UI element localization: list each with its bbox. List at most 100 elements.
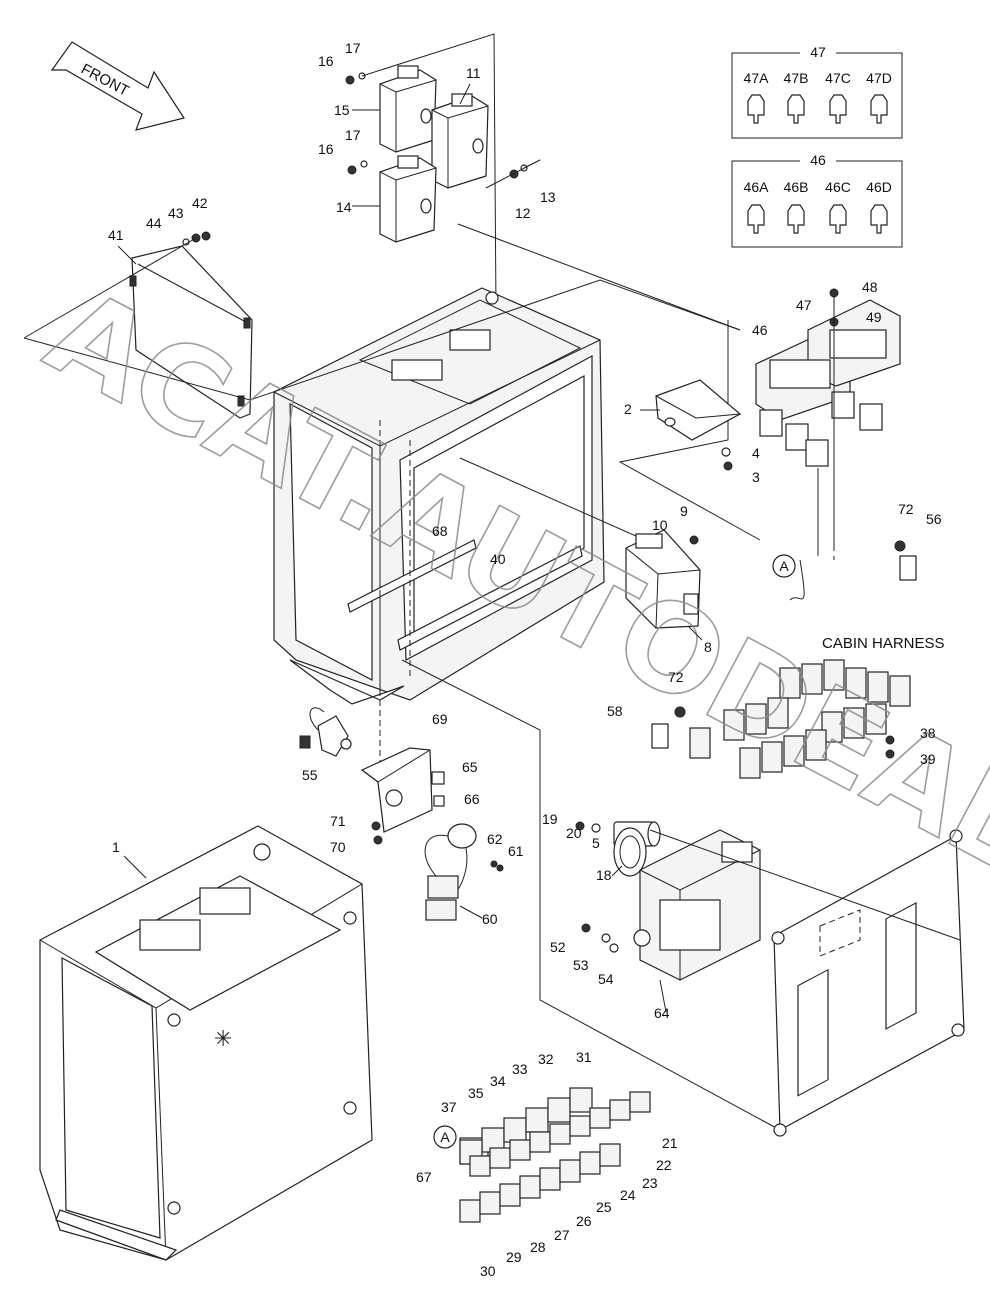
part-label: 5 xyxy=(592,835,600,851)
part-label: 17 xyxy=(345,40,361,56)
part-label: 46 xyxy=(752,322,768,338)
cabin-harness-label: CABIN HARNESS xyxy=(822,635,945,652)
leader-line xyxy=(485,159,541,189)
part-label: 66 xyxy=(464,791,480,807)
fuse-panel xyxy=(755,288,901,467)
part-label: 54 xyxy=(598,971,614,987)
callout-a-top: A xyxy=(772,554,796,578)
bracket-69 xyxy=(360,747,445,845)
part-label: 17 xyxy=(345,127,361,143)
fuse-box-47: 47 47A 47B 47C 47D xyxy=(731,44,903,139)
part-label: 38 xyxy=(920,725,936,741)
part-label: 16 xyxy=(318,53,334,69)
part-label: 53 xyxy=(573,957,589,973)
part-label: 44 xyxy=(146,215,162,231)
fuse-label-46d: 46D xyxy=(866,179,892,195)
leader-line xyxy=(23,279,741,401)
leader-line xyxy=(401,659,781,1131)
relay-row-bottom xyxy=(459,1143,621,1223)
leader-line xyxy=(618,320,761,541)
part-label: 2 xyxy=(624,401,632,417)
part-label: 30 xyxy=(480,1263,496,1279)
part-label: 64 xyxy=(654,1005,670,1021)
leader-line xyxy=(457,223,741,331)
part-label: 71 xyxy=(330,813,346,829)
part-label: 68 xyxy=(432,523,448,539)
bracket-frame xyxy=(273,287,605,705)
callout-a-text: A xyxy=(779,558,789,574)
part-label: 25 xyxy=(596,1199,612,1215)
fuse-label-46b: 46B xyxy=(784,179,809,195)
part-label: 10 xyxy=(652,517,668,533)
asterisk-mark: ✳ xyxy=(214,1027,232,1052)
part-label: 56 xyxy=(926,511,942,527)
cover-plate-41 xyxy=(129,231,253,419)
callout-a-bottom: A xyxy=(433,1125,457,1149)
label-leaders xyxy=(117,83,703,1013)
part-label: 20 xyxy=(566,825,582,841)
fuse-label-47c: 47C xyxy=(825,70,851,86)
part-label: 32 xyxy=(538,1051,554,1067)
fuse-box-46-title: 46 xyxy=(810,152,826,168)
part-label: 26 xyxy=(576,1213,592,1229)
fuse-label-46a: 46A xyxy=(744,179,770,195)
leader-line xyxy=(23,237,197,339)
part-label: 14 xyxy=(336,199,352,215)
part-label: 48 xyxy=(862,279,878,295)
relay-15 xyxy=(379,65,437,153)
part-label: 24 xyxy=(620,1187,636,1203)
base-box-1: ✳ xyxy=(39,825,373,1261)
part-label: 34 xyxy=(490,1073,506,1089)
fuse-icons xyxy=(747,94,888,234)
part-label: 16 xyxy=(318,141,334,157)
part-label: 12 xyxy=(515,205,531,221)
part-label: 28 xyxy=(530,1239,546,1255)
part-label: 1 xyxy=(112,839,120,855)
part-label: 69 xyxy=(432,711,448,727)
part-label: 72 xyxy=(898,501,914,517)
fuse-label-47b: 47B xyxy=(784,70,809,86)
part-label: 22 xyxy=(656,1157,672,1173)
part-label: 31 xyxy=(576,1049,592,1065)
fuse-box-46: 46 46A 46B 46C 46D xyxy=(731,152,903,248)
buzzer-18 xyxy=(613,827,647,877)
part-label: 11 xyxy=(466,65,481,81)
fuse-label-46c: 46C xyxy=(825,179,851,195)
part-label: 3 xyxy=(752,469,760,485)
part-label: 23 xyxy=(642,1175,658,1191)
flasher-unit-8 xyxy=(625,529,701,629)
part-label: 13 xyxy=(540,189,556,205)
buzzer-60 xyxy=(424,823,504,921)
relay-11 xyxy=(431,93,489,189)
relay-fasteners xyxy=(345,72,528,179)
fuse-label-47d: 47D xyxy=(866,70,892,86)
part-label: 8 xyxy=(704,639,712,655)
part-label: 61 xyxy=(508,843,524,859)
mounting-panel xyxy=(771,829,965,1137)
part-label: 42 xyxy=(192,195,208,211)
part-label: 67 xyxy=(416,1169,432,1185)
part-label: 40 xyxy=(490,551,506,567)
part-label: 35 xyxy=(468,1085,484,1101)
callout-a-text-bottom: A xyxy=(440,1129,450,1145)
leader-line xyxy=(361,33,497,311)
fuse-box-47-title: 47 xyxy=(810,44,826,60)
part-label: 55 xyxy=(302,767,318,783)
part-labels: 16 17 15 11 16 17 14 12 13 41 44 43 42 4… xyxy=(108,40,942,1279)
switch-55 xyxy=(299,707,352,757)
part-label: 62 xyxy=(487,831,503,847)
part-label: 72 xyxy=(668,669,684,685)
part-label: 47 xyxy=(796,297,812,313)
leader-line xyxy=(649,829,961,941)
part-label: 49 xyxy=(866,309,882,325)
part-label: 65 xyxy=(462,759,478,775)
relay-block-harness xyxy=(689,659,911,779)
relay-row-mid xyxy=(469,1091,651,1177)
part-label: 27 xyxy=(554,1227,570,1243)
part-label: 39 xyxy=(920,751,936,767)
part-label: 21 xyxy=(662,1135,678,1151)
part-label: 70 xyxy=(330,839,346,855)
part-label: 52 xyxy=(550,939,566,955)
part-label: 4 xyxy=(752,445,760,461)
